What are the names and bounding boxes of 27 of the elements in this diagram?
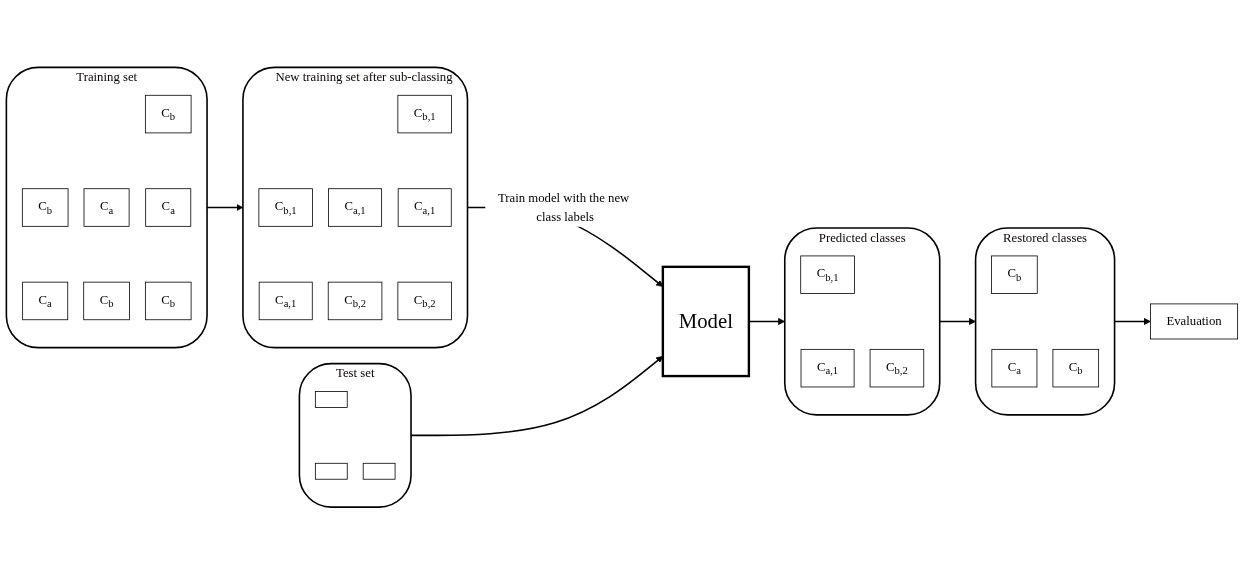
node-box: C$_{a,1}$ [800, 348, 855, 388]
node-box [314, 462, 348, 480]
node-box: C$_{b}$ [1052, 348, 1100, 388]
node-box: C$_{b}$ [991, 255, 1038, 294]
node-box: C$_{b}$ [144, 281, 192, 320]
node-box: C$_{a}$ [145, 188, 192, 227]
node-box: C$_{b,2}$ [869, 348, 925, 388]
node-box: C$_{b,2}$ [397, 281, 452, 320]
node-box: C$_{b,1}$ [800, 255, 855, 294]
node-box: C$_{a,1}$ [328, 188, 382, 227]
node-box: Model [661, 265, 751, 377]
node-box: C$_{a,1}$ [397, 188, 452, 227]
edge-label: Train model with the new class labels [497, 190, 630, 224]
node-box: C$_{a,1}$ [258, 281, 313, 320]
node-box: C$_{b,1}$ [397, 94, 452, 134]
node-box [314, 390, 348, 408]
node-box: C$_{b}$ [144, 94, 192, 134]
node-box: C$_{b}$ [21, 188, 69, 227]
node-box: C$_{a}$ [991, 348, 1038, 388]
node-box: C$_{b}$ [83, 281, 130, 320]
node-box: C$_{b,1}$ [258, 188, 313, 227]
node-box [362, 462, 396, 480]
node-box: C$_{a}$ [22, 281, 69, 320]
node-box: C$_{a}$ [83, 188, 130, 227]
node-box: C$_{b,2}$ [327, 281, 383, 320]
cluster: Test set [298, 362, 412, 508]
node-box: Evaluation [1150, 303, 1238, 340]
